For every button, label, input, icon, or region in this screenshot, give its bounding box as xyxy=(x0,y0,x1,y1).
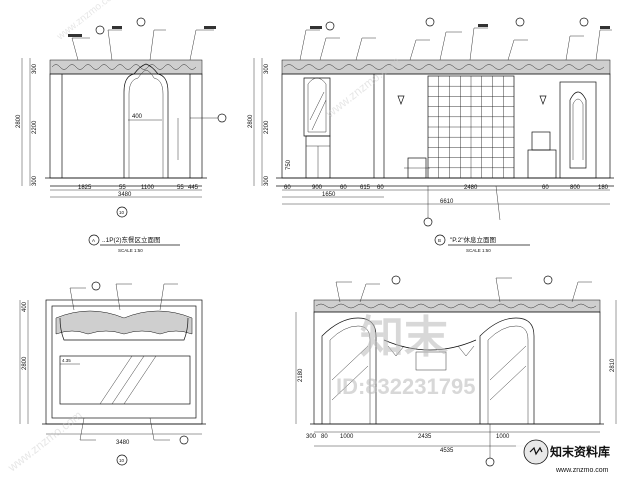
panel-bottom-right: 300 80 1000 2435 1000 4535 2180 2810 xyxy=(295,275,617,467)
dim-h-8: 800 xyxy=(570,185,581,191)
caption-top-right: "P.2"休息立面图 xyxy=(450,235,496,244)
dim-h-2: 900 xyxy=(312,185,323,191)
dim-h-3: 1000 xyxy=(340,434,354,440)
carved-frieze xyxy=(49,59,203,75)
dim-h-4: 615 xyxy=(360,185,371,191)
dim-h-9: 180 xyxy=(598,185,609,191)
dim-h-2: 80 xyxy=(321,434,328,440)
dim-v-1: 2180 xyxy=(298,368,304,382)
dim-h-4: 2435 xyxy=(418,434,432,440)
dim-v-3: 300 xyxy=(32,175,38,186)
dim-v-3: 300 xyxy=(264,175,270,186)
watermark-id: ID:832231795 xyxy=(336,374,475,399)
dim-h-1: 1825 xyxy=(78,185,92,191)
scale-top-right: SCALE 1:50 xyxy=(466,248,491,253)
dim-total: 3480 xyxy=(118,192,132,198)
dim-v-total: 2800 xyxy=(248,114,254,128)
dim-h-5: 60 xyxy=(377,185,384,191)
section-number: 10 xyxy=(119,458,125,463)
section-marker xyxy=(116,454,128,466)
dim-total: 4535 xyxy=(440,448,454,454)
watermark-logo: 知末 xyxy=(360,313,448,362)
tv-cabinet xyxy=(527,149,557,179)
section-marker xyxy=(116,206,128,218)
marker-b xyxy=(434,234,446,246)
marker-b-label: B xyxy=(438,238,441,243)
dim-h-7: 60 xyxy=(542,185,549,191)
dim-v-1: 400 xyxy=(22,301,28,312)
dim-total: 6610 xyxy=(440,199,454,205)
dim-h-5: 1000 xyxy=(496,434,510,440)
dim-h-5: 445 xyxy=(188,185,199,191)
dim-v-total: 2800 xyxy=(16,114,22,128)
marker-a xyxy=(88,234,100,246)
carved-frieze xyxy=(281,59,611,75)
dim-v-1: 300 xyxy=(32,63,38,74)
dim-total: 3480 xyxy=(116,440,130,446)
panel-top-right: 60 900 60 615 60 2480 60 800 180 1650 66… xyxy=(248,17,614,253)
panel-bottom-left: 4.35 3480 400 2800 10 xyxy=(19,281,206,466)
door xyxy=(559,81,597,179)
dim-v-2: 2200 xyxy=(32,120,38,134)
carved-frieze xyxy=(313,299,601,313)
dim-h-2: 55 xyxy=(119,185,126,191)
dim-tag: 4.35 xyxy=(62,358,71,363)
dim-v-2: 2810 xyxy=(610,358,616,372)
dim-sub: 1650 xyxy=(322,192,336,198)
canopy xyxy=(55,310,193,335)
dim-small: 750 xyxy=(286,159,292,170)
logo-title: 知末资料库 xyxy=(549,444,610,459)
dim-inner: 400 xyxy=(132,114,143,120)
dim-h-1: 300 xyxy=(306,434,317,440)
logo-url: www.znzmo.com xyxy=(555,467,609,474)
arched-doorway xyxy=(123,63,169,178)
scale-top-left: SCALE 1:50 xyxy=(118,248,143,253)
dim-v-1: 300 xyxy=(264,63,270,74)
dim-h-3: 60 xyxy=(340,185,347,191)
caption-top-left: ..1P(2)东餐区立面图 xyxy=(102,235,161,244)
section-number: 10 xyxy=(119,210,125,215)
drape xyxy=(383,339,477,351)
panel-top-left: 400 1825 55 1100 55 445 3480 300 2200 30… xyxy=(16,17,227,253)
site-logo: 知末资料库 www.znzmo.com xyxy=(516,436,640,480)
dim-h-1: 60 xyxy=(284,185,291,191)
dim-h-4: 55 xyxy=(177,185,184,191)
left-arch xyxy=(321,317,377,424)
dim-h-3: 1100 xyxy=(141,185,155,191)
marker-a-label: A xyxy=(92,238,95,243)
dim-h-6: 2480 xyxy=(464,185,478,191)
dim-v-2: 2200 xyxy=(264,120,270,134)
right-arch xyxy=(479,317,535,424)
dim-v-2: 2800 xyxy=(22,356,28,370)
glass-partition xyxy=(59,355,191,405)
